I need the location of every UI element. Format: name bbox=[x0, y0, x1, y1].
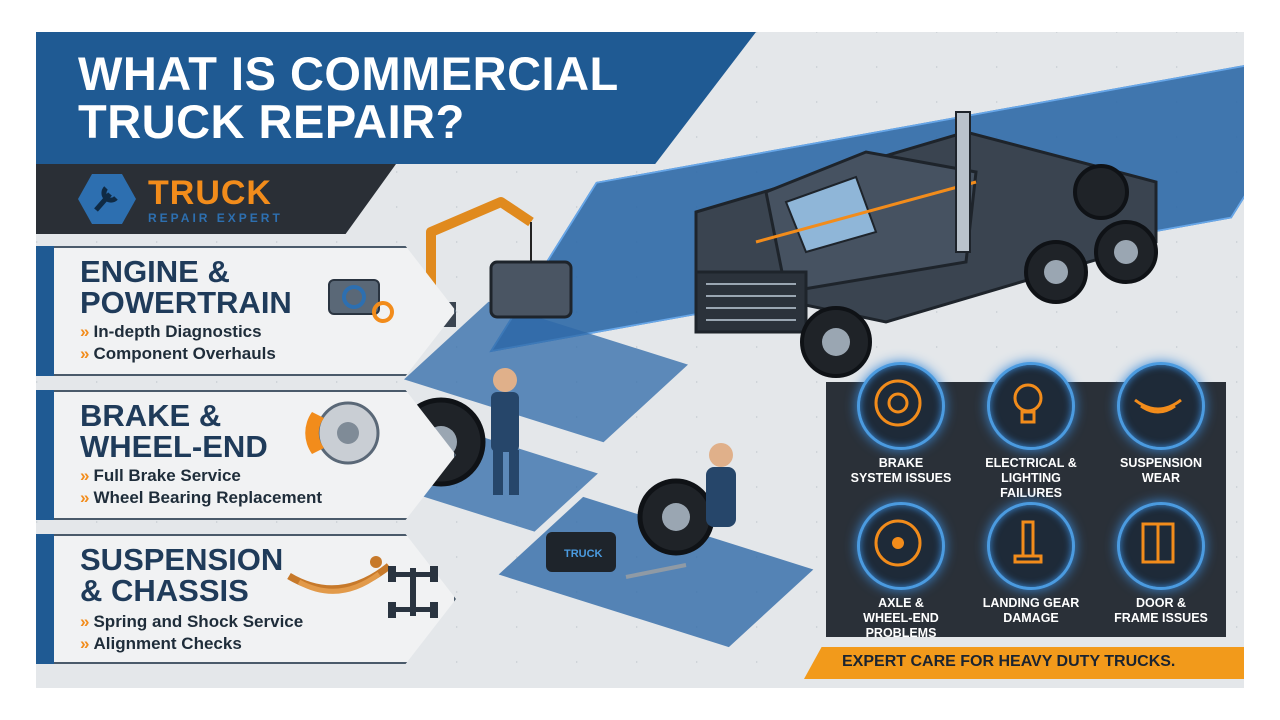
brand-name: TRUCK bbox=[148, 174, 272, 212]
issue-label: ELECTRICAL & LIGHTING FAILURES bbox=[971, 456, 1091, 501]
leaf-spring-icon bbox=[287, 556, 392, 594]
issue-axle-wheel-end: AXLE & WHEEL-END PROBLEMS bbox=[841, 502, 961, 641]
issue-label-line: WEAR bbox=[1141, 471, 1181, 485]
issue-landing-gear: LANDING GEAR DAMAGE bbox=[971, 502, 1091, 626]
card-title-line: BRAKE & bbox=[80, 398, 222, 433]
leaf-spring-icon bbox=[1117, 362, 1205, 450]
issue-brake-system: BRAKE SYSTEM ISSUES bbox=[841, 362, 961, 486]
card-bullet: »Full Brake Service bbox=[80, 466, 241, 485]
issue-label-line: AXLE & bbox=[878, 596, 924, 610]
card-title: ENGINE & POWERTRAIN bbox=[80, 256, 292, 318]
tool-bag-label: TRUCK bbox=[564, 548, 603, 560]
card-accent-bar bbox=[36, 390, 54, 520]
card-bullet: »In-depth Diagnostics bbox=[80, 322, 262, 341]
truck-illustration bbox=[694, 111, 1158, 378]
brand-logo-icon bbox=[78, 174, 136, 224]
issue-label-line: LIGHTING bbox=[1001, 471, 1061, 485]
card-title-line: & CHASSIS bbox=[80, 573, 249, 608]
issue-label: LANDING GEAR DAMAGE bbox=[971, 596, 1091, 626]
issue-label-line: FAILURES bbox=[1000, 486, 1062, 500]
service-card-brake: BRAKE & WHEEL-END »Full Brake Service »W… bbox=[36, 390, 456, 520]
card-bullet: »Wheel Bearing Replacement bbox=[80, 488, 323, 507]
issue-label-line: DOOR & bbox=[1136, 596, 1186, 610]
issue-suspension-wear: SUSPENSION WEAR bbox=[1101, 362, 1221, 486]
issue-label-line: WHEEL-END bbox=[863, 611, 939, 625]
card-title: BRAKE & WHEEL-END bbox=[80, 400, 268, 462]
engine-gear-icon bbox=[328, 279, 394, 323]
issue-electrical-lighting: ELECTRICAL & LIGHTING FAILURES bbox=[971, 362, 1091, 501]
card-title-line: SUSPENSION bbox=[80, 542, 284, 577]
footer-bar bbox=[804, 647, 1244, 679]
card-bullet: »Spring and Shock Service bbox=[80, 612, 304, 631]
card-bullet: »Component Overhauls bbox=[80, 344, 276, 363]
door-frame-icon bbox=[1117, 502, 1205, 590]
card-background bbox=[36, 246, 456, 376]
suspension-mechanic-illustration: TRUCK bbox=[546, 443, 736, 579]
bullet-text: In-depth Diagnostics bbox=[93, 322, 262, 341]
service-card-suspension: SUSPENSION & CHASSIS »Spring and Shock S… bbox=[36, 534, 456, 664]
issue-label: BRAKE SYSTEM ISSUES bbox=[841, 456, 961, 486]
card-accent-bar bbox=[36, 534, 54, 664]
bullet-text: Alignment Checks bbox=[93, 634, 242, 653]
brand-tagline: REPAIR EXPERT bbox=[148, 211, 283, 225]
card-title-line: POWERTRAIN bbox=[80, 285, 292, 320]
issue-label: SUSPENSION WEAR bbox=[1101, 456, 1221, 486]
issue-label-line: BRAKE bbox=[878, 456, 924, 470]
bullet-text: Full Brake Service bbox=[93, 466, 241, 485]
service-card-engine: ENGINE & POWERTRAIN »In-depth Diagnostic… bbox=[36, 246, 456, 376]
title-line-1: WHAT IS COMMERCIAL bbox=[78, 47, 619, 100]
title-line-2: TRUCK REPAIR? bbox=[78, 95, 465, 148]
footer-tagline: EXPERT CARE FOR HEAVY DUTY TRUCKS. bbox=[842, 653, 1176, 670]
card-title-line: WHEEL-END bbox=[80, 429, 268, 464]
bullet-text: Wheel Bearing Replacement bbox=[93, 488, 323, 507]
issue-label: DOOR & FRAME ISSUES bbox=[1101, 596, 1221, 626]
infographic-canvas: TRUCK WHAT IS COMMERCIAL TRUCK REPAIR? T… bbox=[36, 32, 1244, 688]
card-bullet: »Alignment Checks bbox=[80, 634, 242, 653]
brake-disc-icon bbox=[305, 401, 380, 465]
issue-label-line: SUSPENSION bbox=[1120, 456, 1202, 470]
card-background bbox=[36, 534, 456, 664]
issue-label-line: LANDING GEAR bbox=[982, 596, 1080, 610]
issue-label-line: SYSTEM ISSUES bbox=[850, 471, 952, 485]
title-banner bbox=[36, 32, 756, 164]
bullet-text: Spring and Shock Service bbox=[93, 612, 304, 631]
landing-gear-icon bbox=[987, 502, 1075, 590]
issue-label-line: DAMAGE bbox=[1003, 611, 1059, 625]
issue-label: AXLE & WHEEL-END PROBLEMS bbox=[841, 596, 961, 641]
card-accent-bar bbox=[36, 246, 54, 376]
bullet-text: Component Overhauls bbox=[93, 344, 276, 363]
card-title: SUSPENSION & CHASSIS bbox=[80, 544, 283, 606]
issue-label-line: FRAME ISSUES bbox=[1114, 611, 1208, 625]
card-title-line: ENGINE & bbox=[80, 254, 230, 289]
wheel-hub-icon bbox=[857, 502, 945, 590]
brake-disc-icon bbox=[857, 362, 945, 450]
issue-label-line: PROBLEMS bbox=[865, 626, 937, 640]
page-title: WHAT IS COMMERCIAL TRUCK REPAIR? bbox=[78, 50, 619, 146]
issue-label-line: ELECTRICAL & bbox=[985, 456, 1077, 470]
issue-door-frame: DOOR & FRAME ISSUES bbox=[1101, 502, 1221, 626]
light-bulb-icon bbox=[987, 362, 1075, 450]
chassis-axle-icon bbox=[388, 566, 438, 618]
